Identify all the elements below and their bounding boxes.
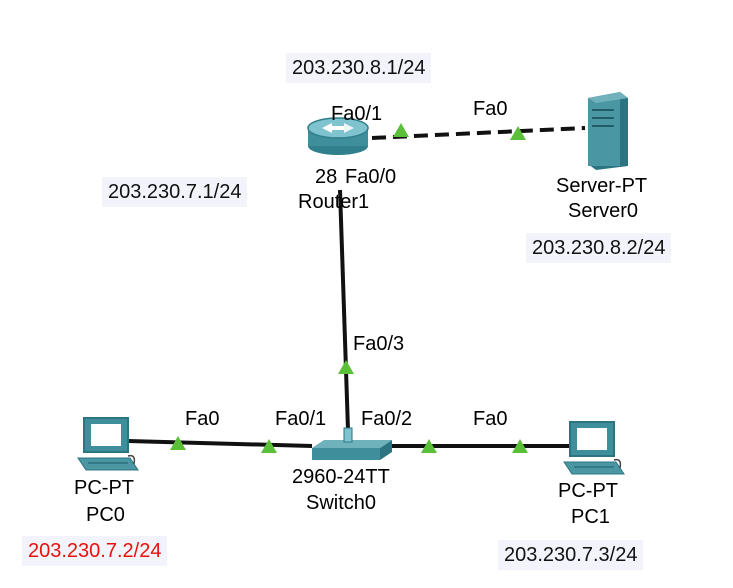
- router-fa01-ip-note: 203.230.8.1/24: [286, 53, 432, 83]
- router-name-label: Router1: [298, 191, 370, 213]
- link-pc0-switch[interactable]: [127, 439, 313, 448]
- port-up-icon: [393, 123, 409, 137]
- router-icon[interactable]: [307, 117, 369, 155]
- link-router-switch[interactable]: [338, 189, 350, 431]
- server-name-label: Server0: [568, 200, 639, 222]
- pc1-name-label: PC1: [571, 506, 610, 528]
- pc0-model-label: PC-PT: [74, 477, 134, 499]
- port-up-icon: [338, 360, 354, 374]
- link-router-server[interactable]: [371, 126, 586, 140]
- port-up-icon: [261, 439, 277, 453]
- router-fa00-ip-note: 203.230.7.1/24: [102, 177, 248, 207]
- switch-fa03-port-label: Fa0/3: [353, 333, 405, 355]
- port-up-icon: [510, 126, 526, 140]
- pc0-fa0-port-label: Fa0: [185, 408, 220, 430]
- switch-fa01-port-label: Fa0/1: [275, 408, 327, 430]
- port-up-icon: [512, 439, 528, 453]
- router-fa00-port-label: Fa0/0: [345, 166, 397, 188]
- port-up-icon: [421, 439, 437, 453]
- switch-icon[interactable]: [312, 427, 392, 460]
- pc1-fa0-port-label: Fa0: [473, 408, 508, 430]
- switch-fa02-port-label: Fa0/2: [361, 408, 413, 430]
- port-status-icons: [170, 123, 528, 453]
- pc0-name-label: PC0: [86, 504, 125, 526]
- switch-model-label: 2960-24TT: [292, 466, 390, 488]
- server-model-label: Server-PT: [556, 175, 648, 197]
- port-up-icon: [170, 436, 186, 450]
- server-icon[interactable]: [588, 92, 628, 170]
- server-ip-note: 203.230.8.2/24: [526, 233, 672, 263]
- pc1-model-label: PC-PT: [558, 480, 618, 502]
- pc0-ip-note: 203.230.7.2/24: [22, 536, 168, 566]
- pc0-icon[interactable]: [77, 417, 139, 471]
- pc1-ip-note: 203.230.7.3/24: [498, 540, 644, 570]
- switch-name-label: Switch0: [306, 492, 377, 514]
- router-model-label: 28: [315, 166, 338, 188]
- router-fa01-port-label: Fa0/1: [331, 103, 383, 125]
- server-fa0-port-label: Fa0: [473, 98, 508, 120]
- pc1-icon[interactable]: [563, 421, 625, 475]
